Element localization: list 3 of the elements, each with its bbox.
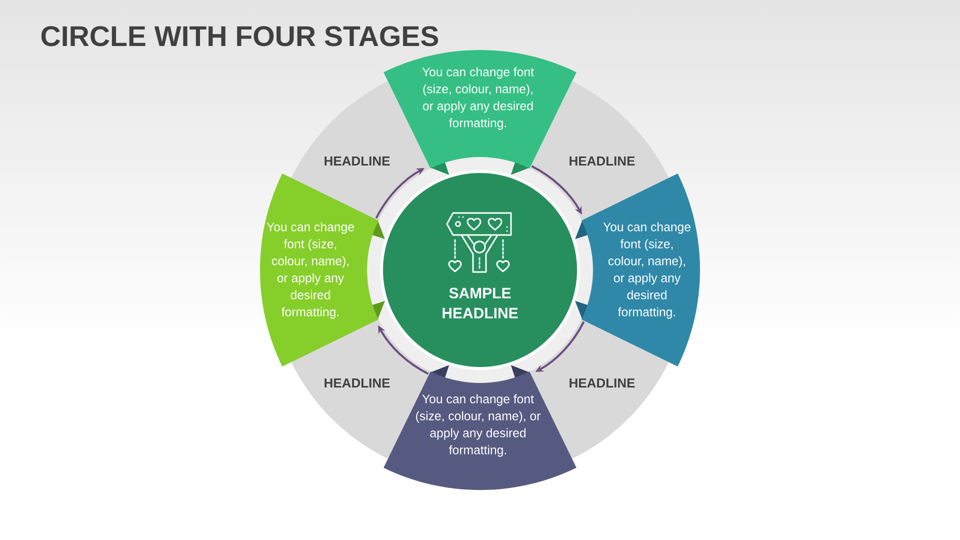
title: CIRCLE WITH FOUR STAGES (41, 26, 438, 46)
banner: You can change font (size, colour, name), or apply any desired formatting. (260, 174, 385, 366)
banner: You can change font (size, colour, name), or apply any desired formatting. (575, 174, 700, 366)
